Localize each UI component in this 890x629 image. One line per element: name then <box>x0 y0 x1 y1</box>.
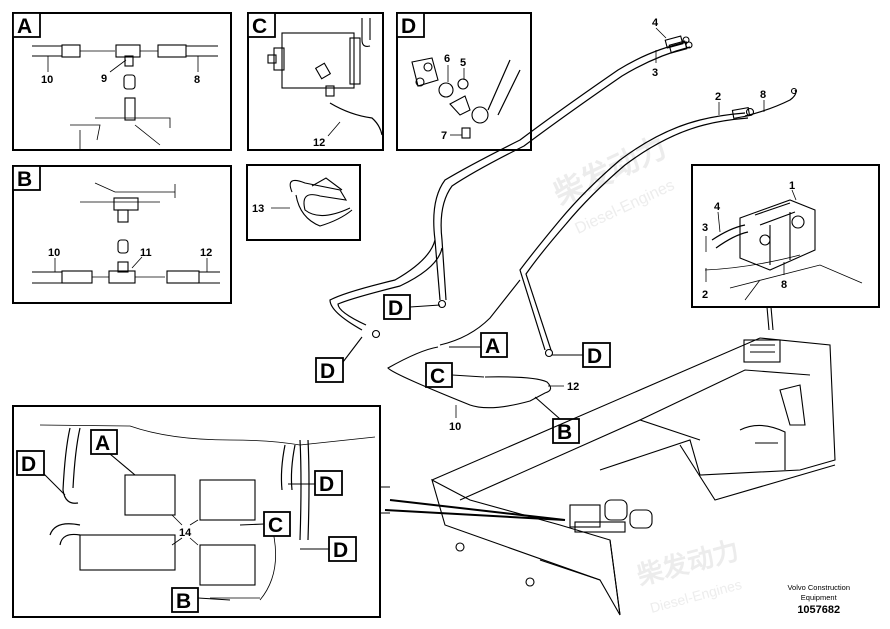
panel-letter-box <box>396 12 425 38</box>
svg-text:D: D <box>388 297 403 320</box>
callout-6: 6 <box>444 53 450 65</box>
callout-3: 3 <box>702 222 708 234</box>
callout-1: 1 <box>789 180 795 192</box>
callout-4: 4 <box>714 201 721 213</box>
reference-tag-d-left: D <box>315 336 363 383</box>
callout-8: 8 <box>194 74 200 86</box>
svg-text:A: A <box>95 432 110 455</box>
reference-tag-pump-c: C <box>239 511 291 537</box>
pump-icon <box>569 499 653 533</box>
hose-clamp-icon <box>289 177 353 227</box>
callout-4: 4 <box>652 17 659 29</box>
frame-icon <box>384 337 836 616</box>
svg-text:A: A <box>485 335 500 358</box>
callout-8: 8 <box>760 89 766 101</box>
reference-tag-pump-d-left: D <box>16 450 66 496</box>
callout-13: 13 <box>252 203 264 215</box>
callout-2: 2 <box>702 289 708 301</box>
hose-assembly-2-8 <box>519 87 798 358</box>
watermark: 柴发动力 Diesel-Engines <box>549 130 678 238</box>
detail-panel-pumps: 14 <box>12 405 390 618</box>
flange-clamp-icon <box>411 57 521 139</box>
pump-icon <box>267 18 383 136</box>
watermark: 柴发动力 Diesel-Engines <box>633 535 744 616</box>
callout-11: 11 <box>140 247 152 259</box>
panel-frame <box>12 12 232 151</box>
panel-frame <box>691 164 880 308</box>
panel-letter-box <box>12 165 41 191</box>
detail-panel-control-valve: 1 4 3 2 8 <box>691 164 880 331</box>
callout-12: 12 <box>567 381 579 393</box>
reference-tag-pump-d-upper: D <box>288 470 343 496</box>
detail-panel-b: B 10 11 12 <box>12 165 232 304</box>
svg-text:D: D <box>320 360 335 383</box>
svg-text:B: B <box>176 590 191 613</box>
callout-9: 9 <box>101 73 107 85</box>
brand-line-1: Volvo Construction <box>787 583 850 592</box>
hose-assembly-4-3 <box>329 35 693 339</box>
detail-panel-c: C 12 <box>247 12 384 151</box>
panel-frame <box>12 405 381 618</box>
footer-caption: Volvo Construction Equipment 1057682 <box>787 583 850 616</box>
svg-text:D: D <box>21 453 36 476</box>
reference-tag-d-upper: D <box>383 294 441 320</box>
part-number: 1057682 <box>797 604 841 616</box>
pump-icon <box>39 424 376 601</box>
callout-10: 10 <box>48 247 60 259</box>
callout-12: 12 <box>313 137 325 149</box>
panel-letter: D <box>401 15 416 38</box>
svg-text:C: C <box>430 365 445 388</box>
panel-letter: A <box>17 15 32 38</box>
panel-letter-box <box>247 12 276 38</box>
callout-8: 8 <box>781 279 787 291</box>
panel-letter-box <box>12 12 41 38</box>
reference-tag-c: C <box>425 362 485 388</box>
panel-frame <box>12 165 232 304</box>
svg-text:C: C <box>268 514 283 537</box>
callout-14: 14 <box>179 527 192 539</box>
reference-tag-a: A <box>449 332 508 358</box>
svg-text:D: D <box>319 473 334 496</box>
callout-10: 10 <box>449 421 461 433</box>
panel-letter: B <box>17 168 32 191</box>
control-valve-icon <box>704 199 863 301</box>
callout-5: 5 <box>460 57 466 69</box>
svg-text:D: D <box>333 539 348 562</box>
reference-tag-pump-a: A <box>90 429 136 476</box>
callout-10: 10 <box>41 74 53 86</box>
tee-fitting-icon <box>32 182 220 284</box>
reference-tag-d-right: D <box>552 342 611 368</box>
svg-text:D: D <box>587 345 602 368</box>
callout-12: 12 <box>200 247 212 259</box>
reference-tag-pump-b: B <box>171 587 231 613</box>
detail-panel-a: A 10 9 8 <box>12 12 232 151</box>
detail-panel-d: D 6 5 7 <box>396 12 532 151</box>
control-valve-icon <box>743 339 781 363</box>
callout-2: 2 <box>715 91 721 103</box>
tee-fitting-icon <box>32 44 218 150</box>
svg-text:B: B <box>557 421 572 444</box>
brand-line-2: Equipment <box>800 593 837 602</box>
detail-panel-clamp: 13 <box>246 164 361 241</box>
tube-assembly-10-12 <box>387 279 552 409</box>
reference-tag-b: B <box>534 396 580 444</box>
reference-tag-pump-d-lower: D <box>300 536 357 562</box>
panel-letter: C <box>252 15 267 38</box>
callout-7: 7 <box>441 130 447 142</box>
callout-3: 3 <box>652 67 658 79</box>
